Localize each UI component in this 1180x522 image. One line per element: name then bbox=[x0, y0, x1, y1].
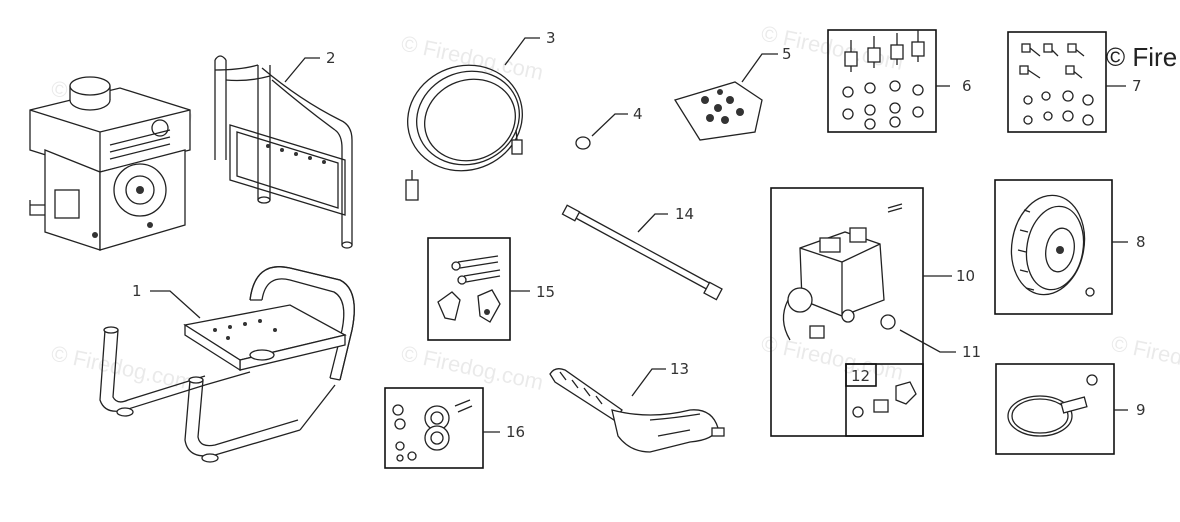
wand-illustration bbox=[561, 204, 723, 301]
callout-3: 3 bbox=[546, 29, 556, 47]
spray-gun-illustration bbox=[549, 368, 725, 453]
bearings-illustration bbox=[392, 399, 473, 462]
hose-illustration bbox=[405, 64, 523, 201]
callout-9: 9 bbox=[1136, 401, 1146, 419]
callout-14: 14 bbox=[675, 205, 694, 223]
part-15-box bbox=[427, 237, 511, 341]
copyright-label: © Fire bbox=[1106, 42, 1177, 72]
callout-8: 8 bbox=[1136, 233, 1146, 251]
callout-numbers: 1 2 3 4 5 6 7 8 9 10 11 12 13 14 15 16 bbox=[132, 29, 1146, 441]
callout-12: 12 bbox=[851, 367, 870, 385]
watermark-7: © Firedog.com bbox=[1109, 330, 1180, 385]
watermark-5: © Firedog.com bbox=[399, 340, 546, 395]
knobs-illustration bbox=[437, 255, 501, 323]
frame-base-illustration bbox=[99, 266, 355, 463]
watermark-2: © Firedog.com bbox=[399, 30, 546, 85]
callout-4: 4 bbox=[633, 105, 643, 123]
pump-illustration bbox=[782, 203, 903, 341]
callout-10: 10 bbox=[956, 267, 975, 285]
part-8-box bbox=[994, 179, 1113, 315]
callout-1: 1 bbox=[132, 282, 142, 300]
o-ring-illustration bbox=[575, 136, 591, 150]
watermark-6: © Firedog.com bbox=[759, 330, 906, 385]
part-6-box bbox=[827, 29, 937, 133]
wheel-illustration bbox=[1010, 194, 1095, 297]
part-12-label-box bbox=[845, 363, 877, 387]
callout-11: 11 bbox=[962, 343, 981, 361]
callout-13: 13 bbox=[670, 360, 689, 378]
callout-6: 6 bbox=[962, 77, 972, 95]
callout-15: 15 bbox=[536, 283, 555, 301]
part-12-box bbox=[845, 363, 924, 437]
watermark-4: © Firedog.com bbox=[49, 340, 196, 395]
engine-illustration bbox=[29, 76, 191, 251]
part-9-box bbox=[995, 363, 1115, 455]
nuts-illustration bbox=[842, 80, 924, 130]
belt-kit-illustration bbox=[1007, 374, 1098, 437]
callout-7: 7 bbox=[1132, 77, 1142, 95]
handle-illustration bbox=[214, 55, 353, 249]
part-7-box bbox=[1007, 31, 1107, 133]
bolts-washers-illustration bbox=[1019, 43, 1094, 126]
isolator-mounts-illustration bbox=[844, 30, 925, 72]
watermark-3: © Firedog.com bbox=[759, 20, 906, 75]
parts-bag-illustration bbox=[673, 81, 763, 141]
callout-16: 16 bbox=[506, 423, 525, 441]
fittings-illustration bbox=[852, 381, 917, 418]
leader-lines bbox=[150, 37, 1128, 433]
part-16-box bbox=[384, 387, 484, 469]
callout-5: 5 bbox=[782, 45, 792, 63]
callout-2: 2 bbox=[326, 49, 336, 67]
